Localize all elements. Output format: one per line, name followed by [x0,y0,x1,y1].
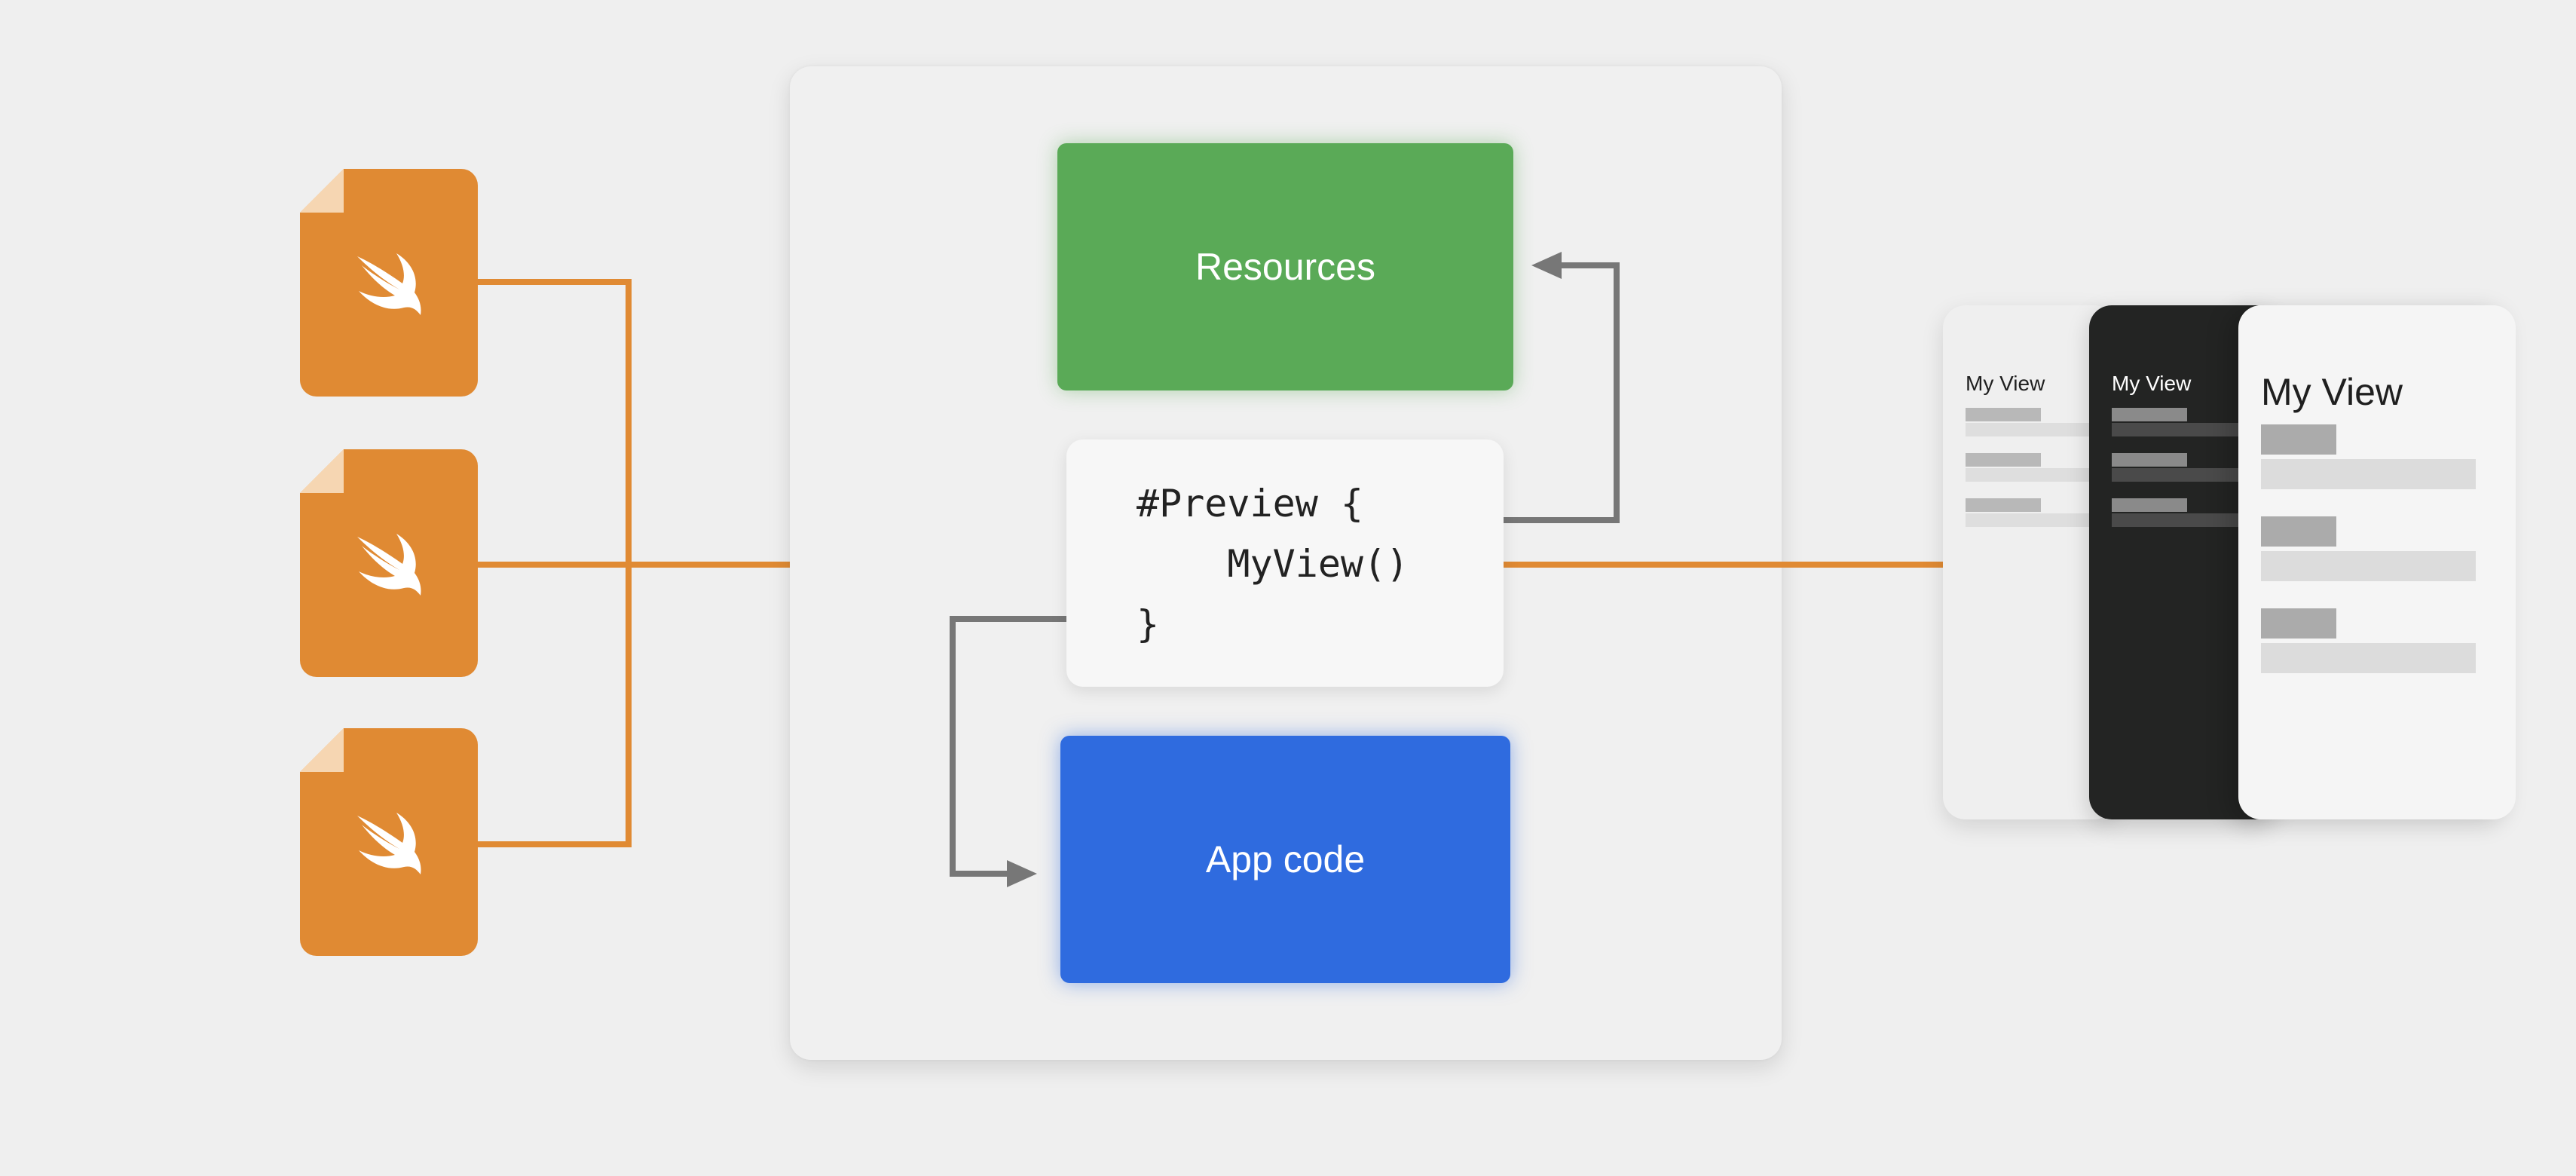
swift-file-1 [300,169,478,397]
code-line-2: MyView() [1137,542,1409,586]
placeholder-value-bar [2112,423,2270,436]
appcode-arrowhead-icon [1007,860,1037,887]
preview-card-light-large: My View [2238,305,2516,819]
placeholder-value-bar [1966,468,2116,482]
file-connector-top [478,279,632,285]
resources-arrow-vertical [1614,262,1620,523]
placeholder-value-bar [2112,468,2270,482]
card-title: My View [2261,371,2403,413]
placeholder-label-bar [1966,453,2041,467]
appcode-arrow-bottom [950,871,1010,877]
code-line-1: #Preview { [1137,482,1364,525]
appcode-arrow-top [950,616,1067,622]
placeholder-label-bar [2112,453,2187,467]
placeholder-value-bar [1966,423,2116,436]
card-title: My View [2112,372,2192,395]
code-line-3: } [1137,602,1160,646]
placeholder-label-bar [1966,498,2041,512]
placeholder-label-bar [2261,608,2336,639]
main-flow-line-left [478,562,1073,568]
placeholder-value-bar [2261,459,2476,489]
placeholder-label-bar [1966,408,2041,421]
resources-arrowhead-icon [1531,252,1562,279]
card-title: My View [1966,372,2045,395]
resources-box: Resources [1057,143,1513,390]
placeholder-value-bar [1966,513,2116,527]
appcode-arrow-vertical [950,616,956,877]
placeholder-value-bar [2261,551,2476,581]
swift-file-3 [300,728,478,956]
placeholder-label-bar [2261,516,2336,547]
file-corner [300,728,344,772]
preview-macro-code-block: #Preview { MyView() } [1066,439,1504,687]
resources-arrow-top [1553,262,1620,268]
swift-file-2 [300,449,478,677]
resources-label: Resources [1195,246,1375,288]
placeholder-label-bar [2261,424,2336,455]
placeholder-label-bar [2112,498,2187,512]
swift-icon [357,813,421,874]
swift-icon [357,253,421,315]
main-flow-line-right [1500,562,1952,568]
swift-icon [357,534,421,596]
file-connector-bottom [478,841,632,847]
placeholder-label-bar [2112,408,2187,421]
preview-card-light-small: My View [1943,305,2116,819]
file-corner [300,449,344,493]
app-code-label: App code [1205,838,1366,880]
app-code-box: App code [1060,736,1510,983]
placeholder-value-bar [2112,513,2270,527]
resources-arrow-horizontal [1502,517,1620,523]
file-corner [300,169,344,213]
placeholder-value-bar [2261,643,2476,673]
